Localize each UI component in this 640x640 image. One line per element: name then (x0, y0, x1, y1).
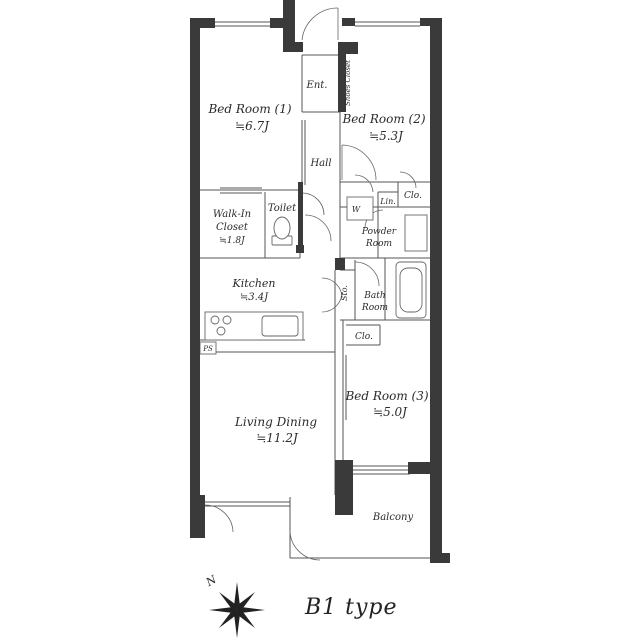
kitchen-size: ≒3.4J (240, 292, 269, 303)
compass-icon: N (203, 573, 265, 638)
kitchen-name: Kitchen (232, 277, 276, 290)
bed2-size: ≒5.3J (369, 129, 404, 143)
bed3-name: Bed Room (3) (344, 389, 428, 403)
powder-label-2: Room (365, 239, 392, 249)
clo-label-1: Clo. (404, 191, 422, 201)
powder-label-1: Powder (361, 227, 397, 237)
storage-label: Sto. (340, 285, 349, 301)
bed3-size: ≒5.0J (373, 405, 408, 419)
walkin-name1: Walk-In (213, 209, 251, 220)
toilet-label: Toilet (268, 203, 297, 214)
bath-label-2: Room (361, 303, 388, 313)
balcony-label: Balcony (372, 512, 414, 523)
compass-north-label: N (203, 573, 219, 590)
room-labels: Bed Room (1) ≒6.7J Bed Room (2) ≒5.3J Be… (202, 60, 429, 523)
bath-label-1: Bath (363, 291, 385, 301)
bed1-size: ≒6.7J (235, 119, 270, 133)
bed1-name: Bed Room (1) (207, 102, 291, 116)
walkin-size: ≒1.8J (219, 236, 246, 246)
shoes-closet-label: Shoes Closet (344, 60, 352, 106)
walkin-name2: Closet (216, 222, 249, 233)
fixtures (199, 196, 428, 355)
clo-label-2: Clo. (355, 332, 373, 342)
outer-walls (190, 0, 450, 563)
living-size: ≒11.2J (256, 431, 299, 445)
ent-label: Ent. (306, 80, 328, 91)
w-label: W (352, 205, 361, 214)
lin-label: Lin. (379, 197, 396, 206)
bed2-name: Bed Room (2) (341, 112, 425, 126)
hall-label: Hall (309, 158, 331, 169)
ps-label: PS (202, 345, 213, 353)
door-swings (204, 7, 417, 561)
living-name: Living Dining (234, 415, 317, 429)
plan-type-title: B1 type (305, 595, 398, 620)
